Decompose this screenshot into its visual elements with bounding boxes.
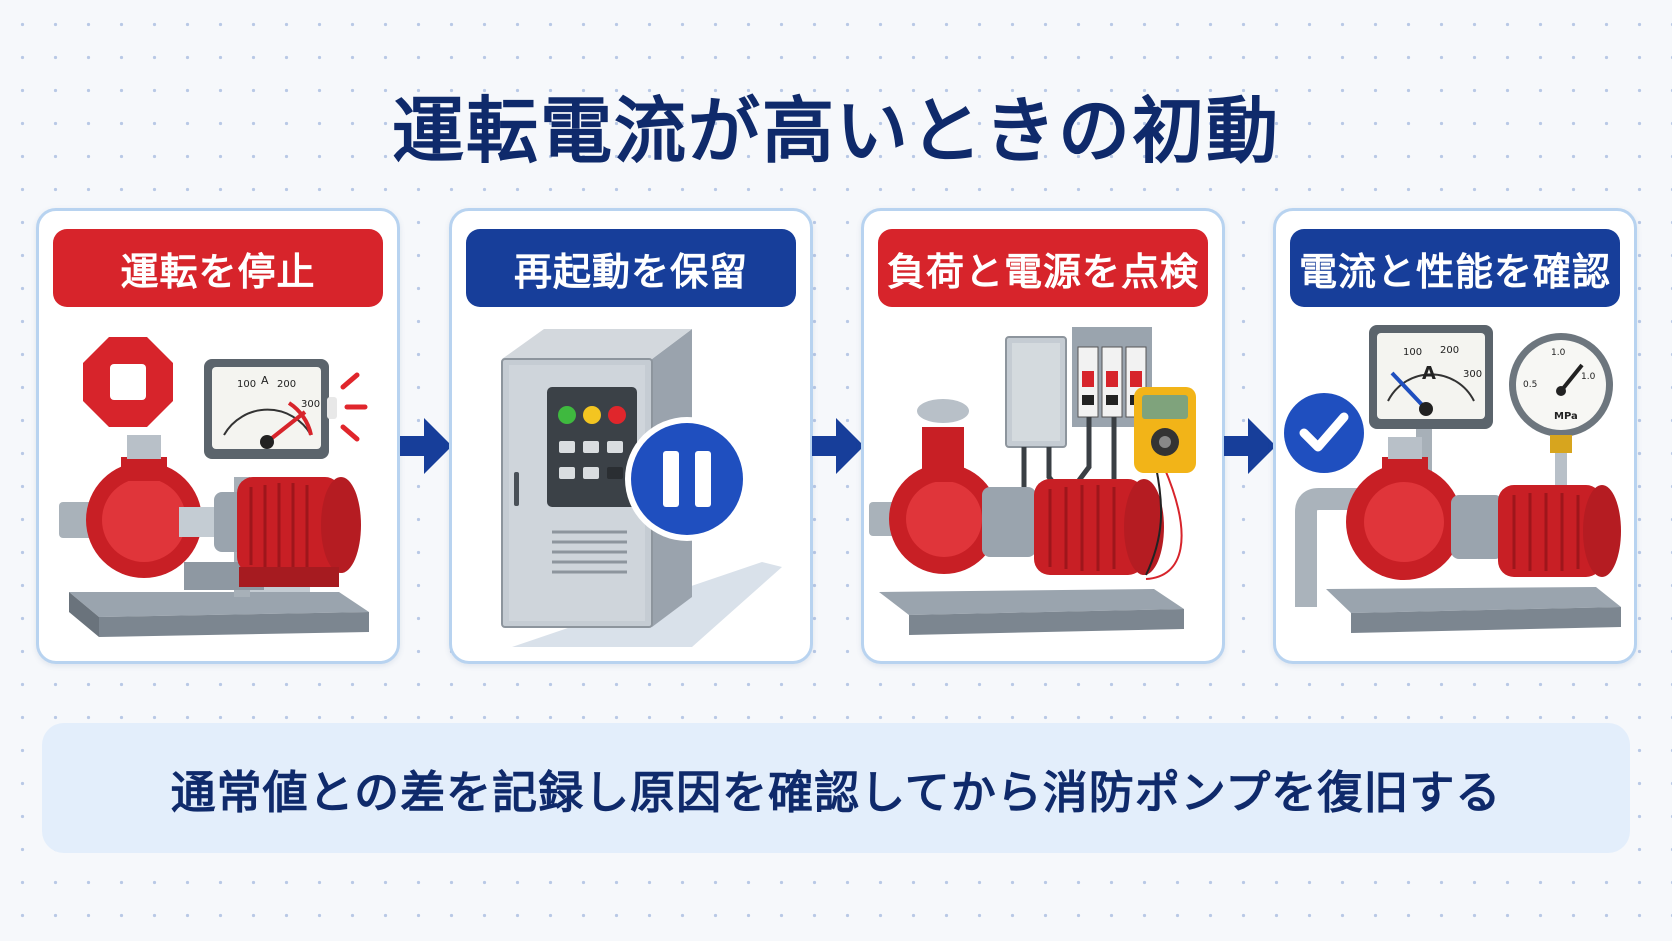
ammeter-scale-200: 200	[277, 379, 296, 390]
multimeter-icon	[1134, 387, 1196, 473]
gauge-unit: MPa	[1554, 411, 1578, 422]
gauge-scale-low: 0.5	[1523, 380, 1537, 390]
step-panel-hold-restart: 再起動を保留	[449, 208, 813, 664]
ammeter-scale-100: 100	[237, 379, 256, 390]
ammeter-scale-300: 300	[301, 399, 320, 410]
step-label-hold-restart: 再起動を保留	[466, 229, 796, 307]
step-panel-confirm: 電流と性能を確認 100 A 200 300 0.5 1.0 1.0 MPa	[1273, 208, 1637, 664]
step-label-confirm: 電流と性能を確認	[1290, 229, 1620, 307]
checkmark-icon	[1280, 389, 1368, 477]
control-panel-illustration	[501, 329, 782, 647]
step-label-inspect: 負荷と電源を点検	[878, 229, 1208, 307]
stop-sign-icon	[83, 337, 173, 427]
footer-note: 通常値との差を記録し原因を確認してから消防ポンプを復旧する	[42, 723, 1630, 853]
ammeter-icon: 100 A 200 300	[1369, 325, 1493, 429]
arrow-right-icon	[812, 418, 864, 474]
pump-overload-illustration: 100 A 200 300	[59, 337, 369, 637]
inspection-illustration	[869, 327, 1196, 635]
gauge-scale-high: 1.0	[1581, 372, 1596, 382]
ammeter-icon: 100 A 200 300	[204, 359, 329, 459]
ammeter-scale-unit: A	[261, 374, 269, 387]
pause-icon	[625, 417, 749, 541]
circuit-breaker-icon	[1072, 327, 1152, 427]
arrow-right-icon	[1224, 418, 1276, 474]
pressure-gauge-icon: 0.5 1.0 1.0 MPa	[1509, 333, 1613, 493]
ammeter-scale-100: 100	[1403, 347, 1422, 358]
ammeter-scale-unit: A	[1422, 363, 1436, 384]
step-panel-stop: 運転を停止 100 A 200 300	[36, 208, 400, 664]
arrow-right-icon	[400, 418, 452, 474]
step-panel-inspect: 負荷と電源を点検	[861, 208, 1225, 664]
gauge-scale-mid: 1.0	[1551, 348, 1566, 358]
page-title: 運転電流が高いときの初動	[391, 89, 1280, 173]
ammeter-scale-300: 300	[1463, 369, 1482, 380]
step-label-stop: 運転を停止	[53, 229, 383, 307]
alarm-icon	[327, 372, 368, 442]
ammeter-scale-200: 200	[1440, 345, 1459, 356]
control-buttons-panel	[547, 387, 637, 507]
pump-verified-illustration: 100 A 200 300 0.5 1.0 1.0 MPa	[1280, 325, 1621, 633]
